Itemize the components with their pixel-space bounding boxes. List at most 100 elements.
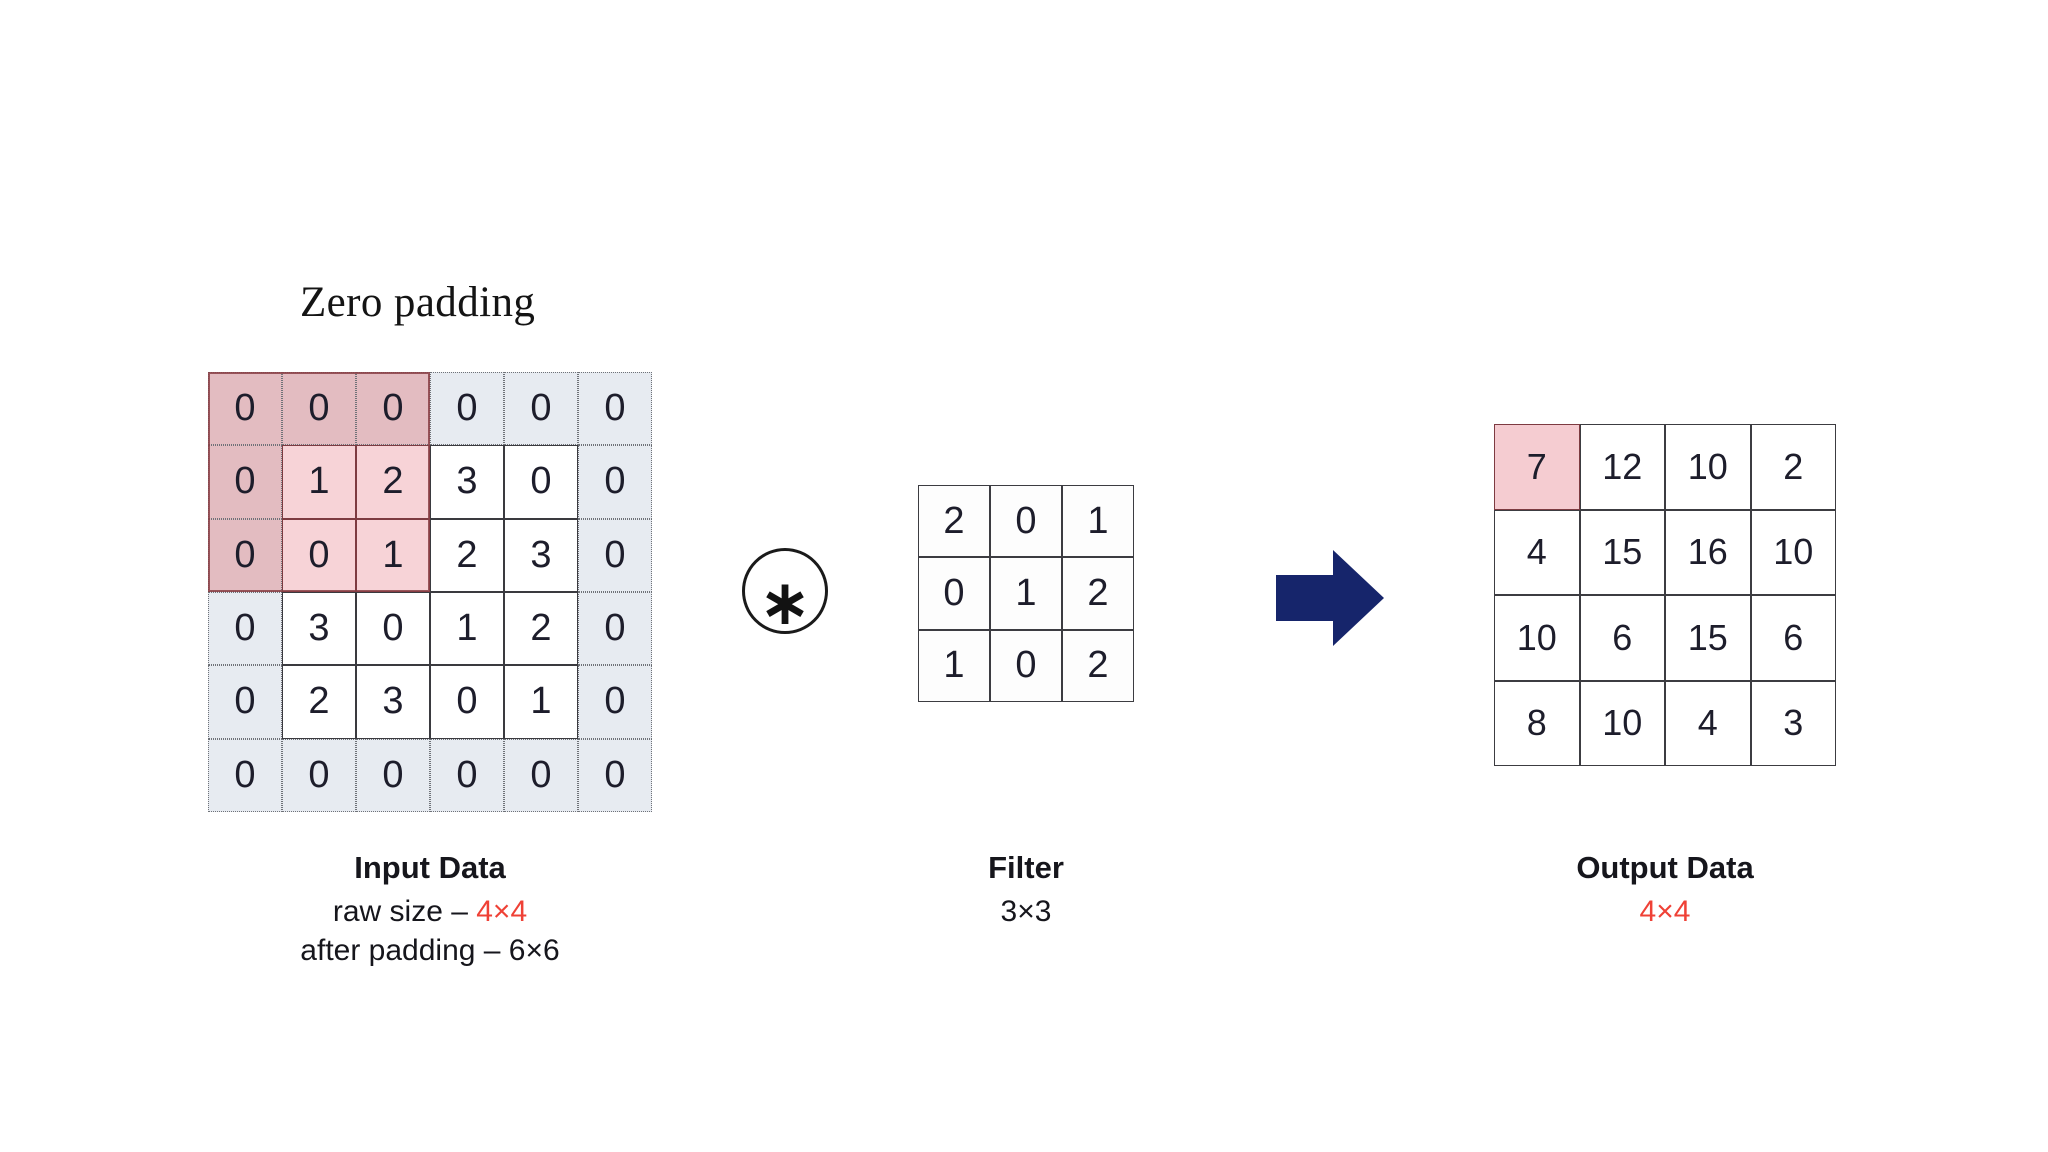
- cell-value: 4: [1697, 702, 1718, 744]
- input-raw-size-value: 4×4: [476, 895, 528, 929]
- cell-r1-c0: 0: [918, 557, 990, 630]
- cell-value: 0: [530, 387, 552, 430]
- cell-r3-c5: 0: [578, 591, 652, 666]
- cell-value: 1: [1087, 499, 1109, 542]
- cell-r0-c2: 1: [1062, 485, 1134, 558]
- input-caption-title: Input Data: [354, 850, 506, 885]
- filter-caption-title: Filter: [988, 850, 1064, 885]
- cell-value: 0: [604, 607, 626, 650]
- cell-value: 2: [1087, 644, 1109, 687]
- cell-r4-c3: 0: [430, 665, 504, 739]
- cell-value: 0: [382, 607, 404, 650]
- cell-value: 0: [234, 607, 256, 650]
- cell-value: 12: [1602, 445, 1643, 487]
- cell-r2-c1: 0: [282, 518, 356, 592]
- cell-r3-c0: 8: [1494, 680, 1580, 766]
- cell-value: 2: [943, 499, 965, 542]
- cell-value: 0: [1015, 499, 1037, 542]
- cell-r2-c5: 0: [578, 518, 652, 592]
- output-caption-title: Output Data: [1576, 850, 1754, 885]
- cell-r1-c1: 1: [282, 445, 356, 519]
- cell-value: 8: [1526, 702, 1547, 744]
- cell-value: 3: [382, 680, 404, 723]
- cell-r2-c0: 1: [918, 629, 990, 702]
- cell-value: 1: [530, 680, 552, 723]
- cell-value: 10: [1602, 702, 1643, 744]
- cell-value: 0: [234, 680, 256, 723]
- cell-value: 0: [456, 680, 478, 723]
- cell-value: 0: [234, 753, 256, 796]
- cell-value: 2: [308, 680, 330, 723]
- cell-r1-c3: 3: [430, 445, 504, 519]
- cell-value: 0: [234, 387, 256, 430]
- cell-r3-c4: 2: [504, 591, 578, 666]
- cell-r2-c3: 2: [430, 518, 504, 592]
- input-raw-size-label: raw size –: [332, 895, 477, 929]
- cell-value: 2: [530, 607, 552, 650]
- cell-value: 0: [308, 753, 330, 796]
- cell-value: 0: [604, 753, 626, 796]
- cell-value: 1: [308, 460, 330, 503]
- cell-value: 0: [530, 753, 552, 796]
- cell-value: 16: [1687, 531, 1728, 573]
- cell-value: 6: [1783, 616, 1804, 658]
- input-caption-padded-size: after padding – 6×6: [300, 934, 560, 968]
- cell-r2-c0: 10: [1494, 595, 1580, 681]
- cell-r4-c5: 0: [578, 665, 652, 739]
- cell-value: 1: [1015, 571, 1037, 614]
- filter-caption-size: 3×3: [1000, 895, 1052, 929]
- cell-r3-c2: 4: [1665, 680, 1751, 766]
- cell-value: 0: [604, 460, 626, 503]
- cell-value: 2: [1783, 445, 1804, 487]
- cell-value: 3: [308, 607, 330, 650]
- cell-r0-c0: 0: [208, 372, 282, 446]
- cell-r1-c5: 0: [578, 445, 652, 519]
- cell-r0-c5: 0: [578, 372, 652, 446]
- cell-r1-c2: 2: [1062, 557, 1134, 630]
- page-title: Zero padding: [300, 279, 536, 326]
- cell-r2-c3: 6: [1750, 595, 1836, 681]
- right-arrow-icon: [1276, 550, 1384, 646]
- cell-value: 1: [456, 607, 478, 650]
- cell-r5-c5: 0: [578, 738, 652, 812]
- cell-value: 0: [234, 533, 256, 576]
- cell-value: 0: [456, 387, 478, 430]
- cell-r2-c0: 0: [208, 518, 282, 592]
- cell-r1-c1: 1: [990, 557, 1062, 630]
- output-caption: Output Data 4×4: [1490, 848, 1840, 931]
- cell-r2-c1: 0: [990, 629, 1062, 702]
- cell-r2-c2: 1: [356, 518, 430, 592]
- cell-r5-c2: 0: [356, 738, 430, 812]
- cell-r1-c0: 0: [208, 445, 282, 519]
- arrow-shape: [1276, 550, 1384, 646]
- cell-value: 15: [1687, 616, 1728, 658]
- cell-r0-c4: 0: [504, 372, 578, 446]
- cell-value: 7: [1526, 445, 1547, 487]
- cell-r3-c1: 10: [1579, 680, 1665, 766]
- cell-value: 1: [943, 644, 965, 687]
- cell-r0-c0: 7: [1494, 424, 1580, 510]
- cell-r4-c4: 1: [504, 665, 578, 739]
- cell-r3-c3: 3: [1750, 680, 1836, 766]
- cell-value: 10: [1773, 531, 1814, 573]
- cell-value: 0: [1015, 644, 1037, 687]
- input-caption: Input Data raw size – 4×4 after padding …: [190, 848, 670, 970]
- cell-value: 4: [1526, 531, 1547, 573]
- cell-value: 2: [382, 460, 404, 503]
- cell-r0-c1: 0: [990, 485, 1062, 558]
- cell-r2-c1: 6: [1579, 595, 1665, 681]
- input-caption-raw-size: raw size – 4×4: [190, 892, 670, 931]
- filter-caption: Filter 3×3: [886, 848, 1166, 931]
- cell-r3-c2: 0: [356, 591, 430, 666]
- cell-value: 2: [1087, 571, 1109, 614]
- cell-r0-c3: 2: [1750, 424, 1836, 510]
- cell-r4-c1: 2: [282, 665, 356, 739]
- cell-value: 2: [456, 533, 478, 576]
- cell-r1-c0: 4: [1494, 509, 1580, 595]
- cell-r0-c2: 10: [1665, 424, 1751, 510]
- cell-value: 0: [308, 387, 330, 430]
- cell-value: 0: [382, 753, 404, 796]
- cell-value: 3: [1783, 702, 1804, 744]
